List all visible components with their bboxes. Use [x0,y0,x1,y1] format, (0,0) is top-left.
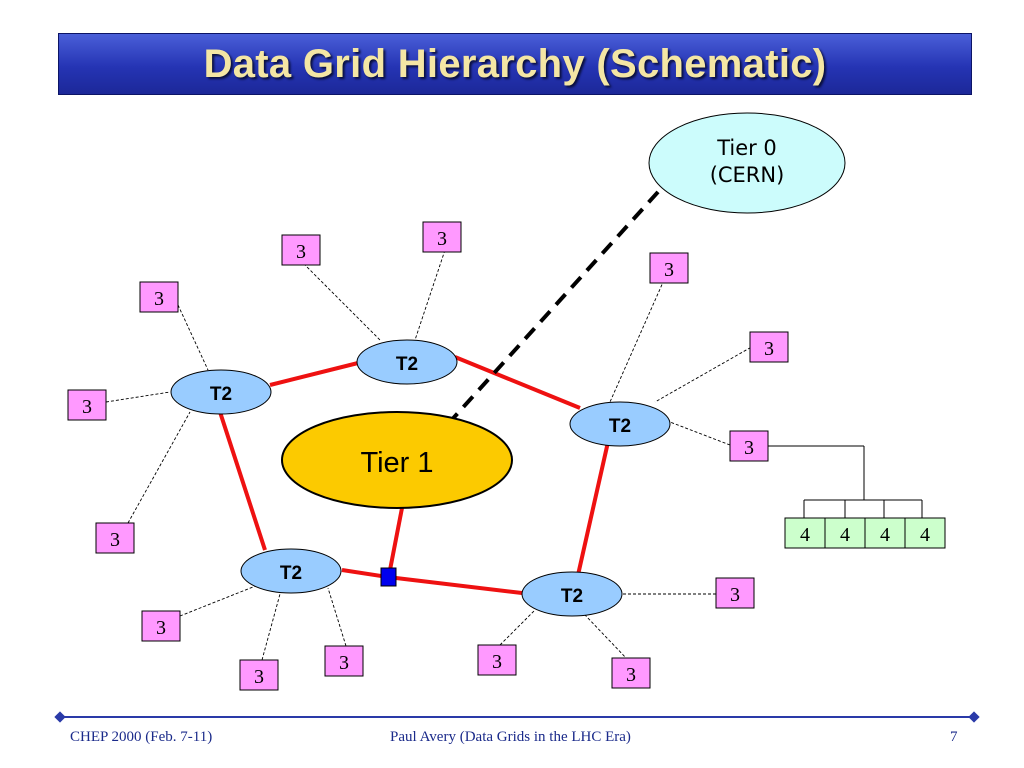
tier0-label-line2: (CERN) [710,163,785,187]
tier2-ellipse [240,548,342,594]
tier3-label: 3 [296,241,306,263]
footer-divider [60,716,974,718]
connector-line [584,614,629,661]
tier4-box: 4 [784,517,826,549]
tier2-label: T2 [280,563,302,584]
tier2-label: T2 [561,586,583,607]
footer-author: Paul Avery (Data Grids in the LHC Era) [390,729,631,745]
tier2-node: T2 [356,339,458,385]
tier3-box: 3 [477,644,517,676]
connector-line [299,259,381,341]
tier2-nodes: T2 T2 T2 T2 T2 [170,339,671,617]
tier3-box: 3 [649,252,689,284]
tier3-label: 3 [492,651,502,673]
tier0-tier1-arrow [445,179,670,427]
title-bar: Data Grid Hierarchy (Schematic) [58,33,972,95]
connector-line [414,249,446,341]
tier3-label: 3 [339,652,349,674]
tier4-box: 4 [864,517,906,549]
tier1-ellipse [281,411,513,509]
tier3-label: 3 [626,664,636,686]
connector-line [179,584,259,617]
connector-line [499,609,536,646]
tier3-label: 3 [156,617,166,639]
tier3-box: 3 [715,577,755,609]
tier3-box: 3 [749,331,789,363]
link-line [388,507,404,571]
tier3-box: 3 [611,657,651,689]
tier2-ellipse [521,571,623,617]
tier4-boxes: 4 4 4 4 [784,517,946,549]
tier2-links [218,355,610,595]
connector-line [177,304,209,371]
tier3-box: 3 [422,221,462,253]
tier2-node: T2 [240,548,342,594]
tier3-label: 3 [154,288,164,310]
tier3-label: 3 [764,338,774,360]
tier2-ellipse [569,401,671,447]
tier3-label: 3 [730,584,740,606]
tier3-box: 3 [281,234,321,266]
tier3-box: 3 [141,610,181,642]
tier0-node: Tier 0 (CERN) [648,112,846,214]
link-line [576,441,610,576]
tier3-label: 3 [437,228,447,250]
tier2-node: T2 [170,369,272,415]
tier3-box: 3 [324,645,364,677]
network-hub [380,567,397,587]
tier4-box: 4 [904,517,946,549]
tier3-box: 3 [95,522,135,554]
link-line [341,568,389,579]
connector-line [261,593,281,661]
tier3-box: 3 [729,430,769,462]
link-line [218,411,267,551]
connector-line [609,279,665,403]
link-line [269,360,363,387]
tier1-node: Tier 1 [281,411,513,509]
tier4-tree [768,445,923,518]
slide-title: Data Grid Hierarchy (Schematic) [203,41,827,86]
connector-line [327,587,347,647]
tier3-label: 3 [254,666,264,688]
connector-line [127,411,191,524]
tier2-label: T2 [396,354,418,375]
tier3-box: 3 [239,659,279,691]
connector-line [105,391,171,403]
tier0-label-line1: Tier 0 [716,136,777,160]
tier0-ellipse [648,112,846,214]
tier3-box: 3 [67,389,107,421]
tier3-label: 3 [744,437,754,459]
tier4-label: 4 [800,524,810,546]
footer-conference: CHEP 2000 (Feb. 7-11) [70,729,213,745]
tier2-label: T2 [609,416,631,437]
link-line [454,355,581,410]
tier2-label: T2 [210,384,232,405]
tier4-label: 4 [880,524,890,546]
tier4-box: 4 [824,517,866,549]
connector-line [669,421,731,446]
tier2-node: T2 [521,571,623,617]
link-line [395,576,523,595]
tier3-label: 3 [110,529,120,551]
tier3-box: 3 [139,281,179,313]
tier4-label: 4 [920,524,930,546]
tier2-node: T2 [569,401,671,447]
tier2-ellipse [170,369,272,415]
footer-page-number: 7 [950,729,958,745]
tier3-boxes: 3 3 3 3 3 3 3 3 3 3 3 3 3 3 [67,221,789,691]
connector-line [654,344,756,403]
tier3-label: 3 [664,259,674,281]
tier2-ellipse [356,339,458,385]
tier3-label: 3 [82,396,92,418]
tier1-label: Tier 1 [360,447,433,479]
tier4-label: 4 [840,524,850,546]
